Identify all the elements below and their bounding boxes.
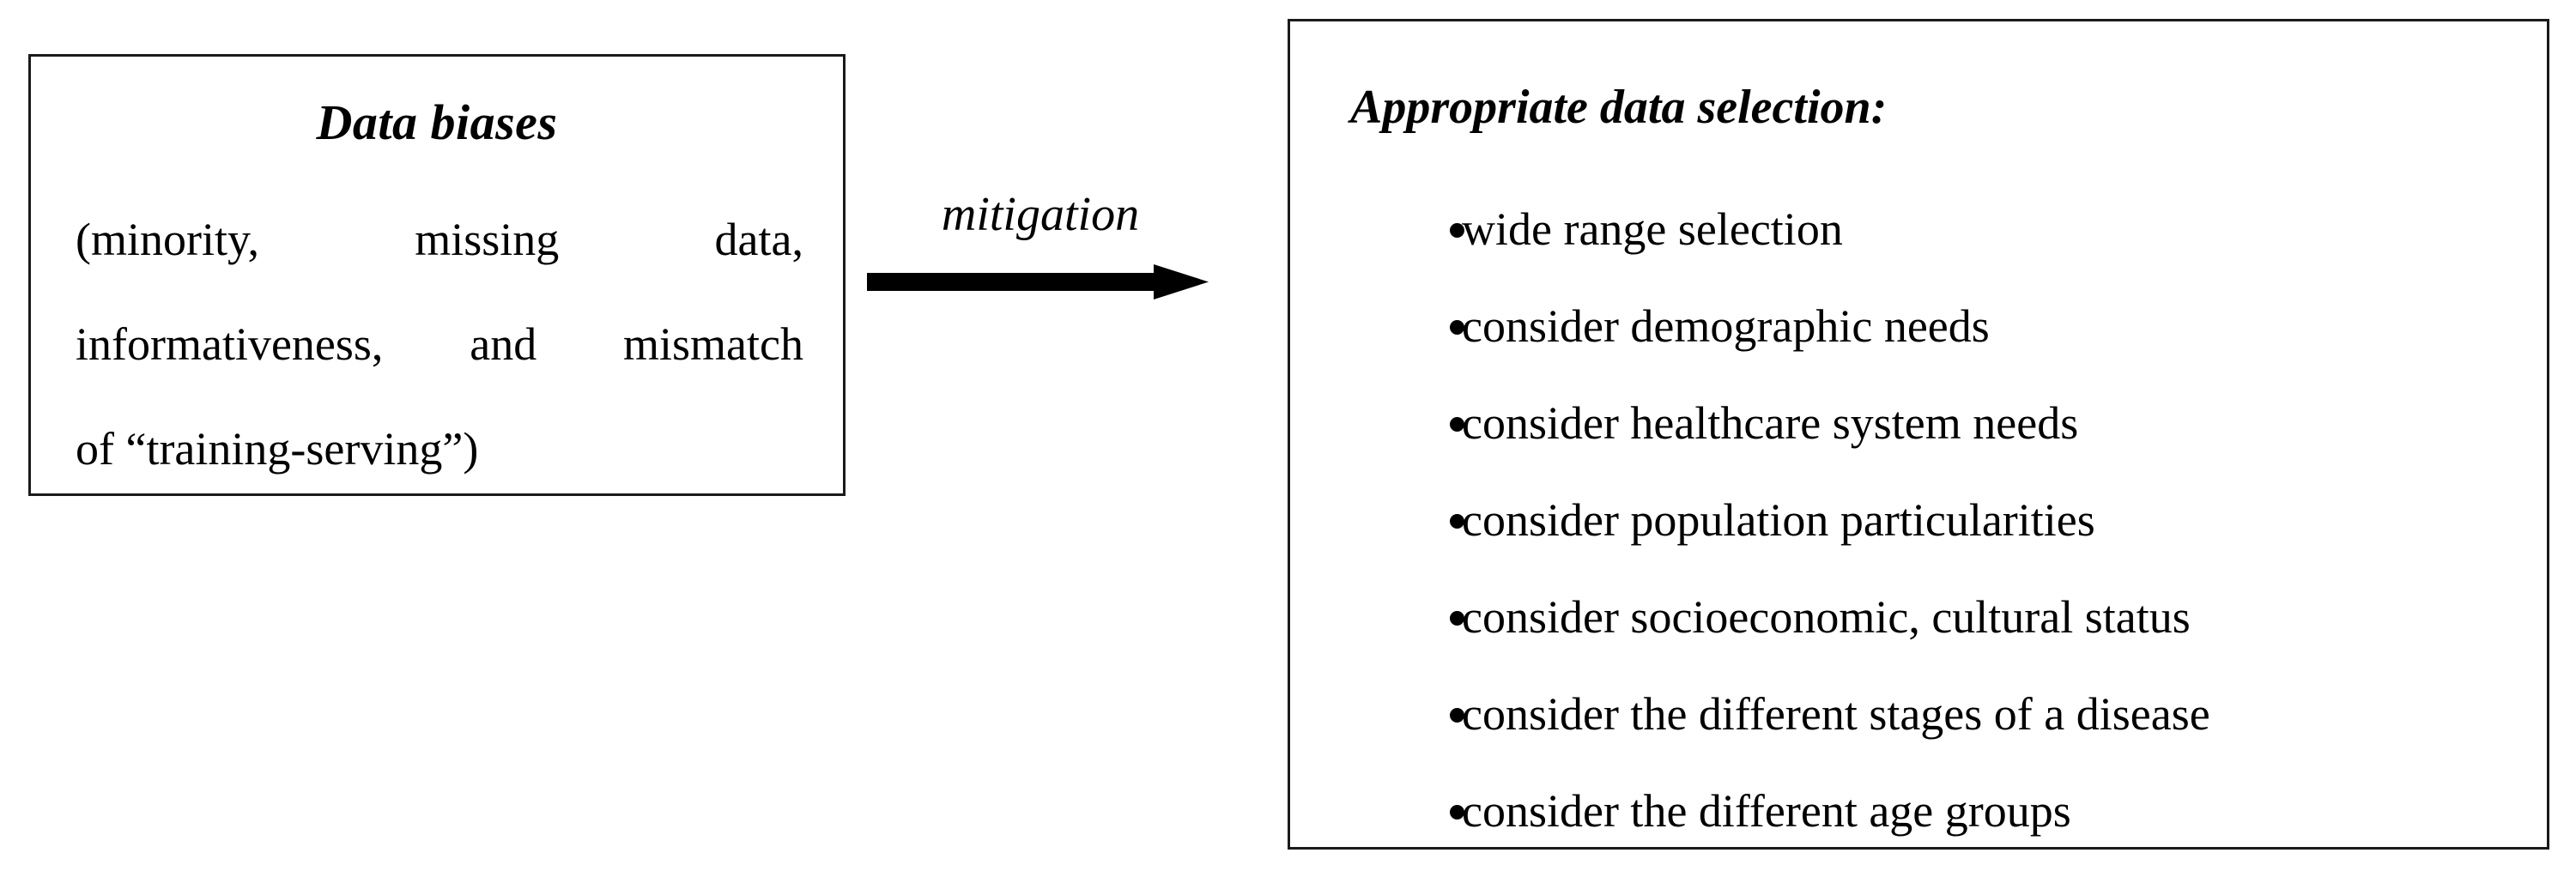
list-item: wide range selection <box>1290 181 2547 278</box>
data-biases-body-line-2: informativeness, and mismatch <box>76 318 803 370</box>
list-item: consider the different stages of a disea… <box>1290 666 2547 763</box>
list-item-label: consider healthcare system needs <box>1462 397 2079 449</box>
mitigation-arrow-icon <box>867 264 1209 299</box>
bullet-point-icon <box>1450 513 1464 529</box>
bullet-point-icon <box>1450 319 1464 335</box>
data-biases-body-line-3: of “training-serving”) <box>76 423 479 475</box>
list-item: consider socioeconomic, cultural status <box>1290 569 2547 666</box>
data-biases-box: Data biases (minority, missing data, inf… <box>28 54 846 496</box>
list-item-label: wide range selection <box>1462 203 1843 255</box>
appropriate-data-selection-title: Appropriate data selection: <box>1350 81 1888 134</box>
bullet-point-icon <box>1450 416 1464 432</box>
data-biases-body: (minority, missing data, informativeness… <box>76 187 803 501</box>
list-item: consider demographic needs <box>1290 278 2547 375</box>
data-biases-title: Data biases <box>316 94 558 150</box>
bullet-point-icon <box>1450 610 1464 626</box>
list-item-label: consider the different stages of a disea… <box>1462 688 2210 740</box>
list-item-label: consider demographic needs <box>1462 300 1990 352</box>
list-item-label: consider population particularities <box>1462 494 2095 546</box>
mitigation-label: mitigation <box>941 188 1140 241</box>
list-item-label: consider the different age groups <box>1462 785 2071 837</box>
list-item-label: consider socioeconomic, cultural status <box>1462 591 2191 643</box>
list-item: consider population particularities <box>1290 472 2547 569</box>
bullet-point-icon <box>1450 804 1464 820</box>
appropriate-data-selection-box: Appropriate data selection: wide range s… <box>1288 19 2549 850</box>
bullet-point-icon <box>1450 707 1464 723</box>
list-item: consider the different age groups <box>1290 763 2547 860</box>
data-biases-body-line-1: (minority, missing data, <box>76 214 803 265</box>
bullet-point-icon <box>1450 222 1464 238</box>
data-selection-bullet-list: wide range selection consider demographi… <box>1290 181 2547 860</box>
list-item: consider healthcare system needs <box>1290 375 2547 472</box>
